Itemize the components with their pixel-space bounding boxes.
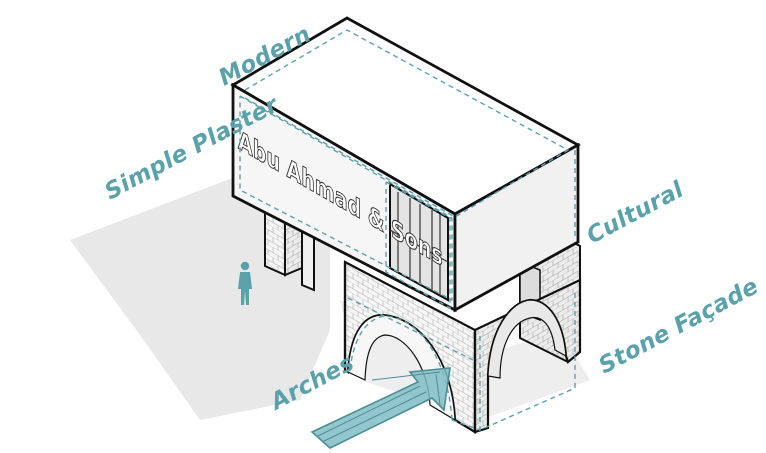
side-arch-opening: [487, 299, 567, 379]
entry-arrow: [310, 367, 451, 449]
person-figure: [238, 261, 252, 305]
rear-pillar-mid: [301, 230, 315, 292]
label-stone-facade: Stone Façade: [595, 273, 763, 379]
window-mullions: [389, 192, 449, 296]
label-cultural: Cultural: [583, 176, 689, 249]
dashed-outlines: [239, 29, 576, 432]
